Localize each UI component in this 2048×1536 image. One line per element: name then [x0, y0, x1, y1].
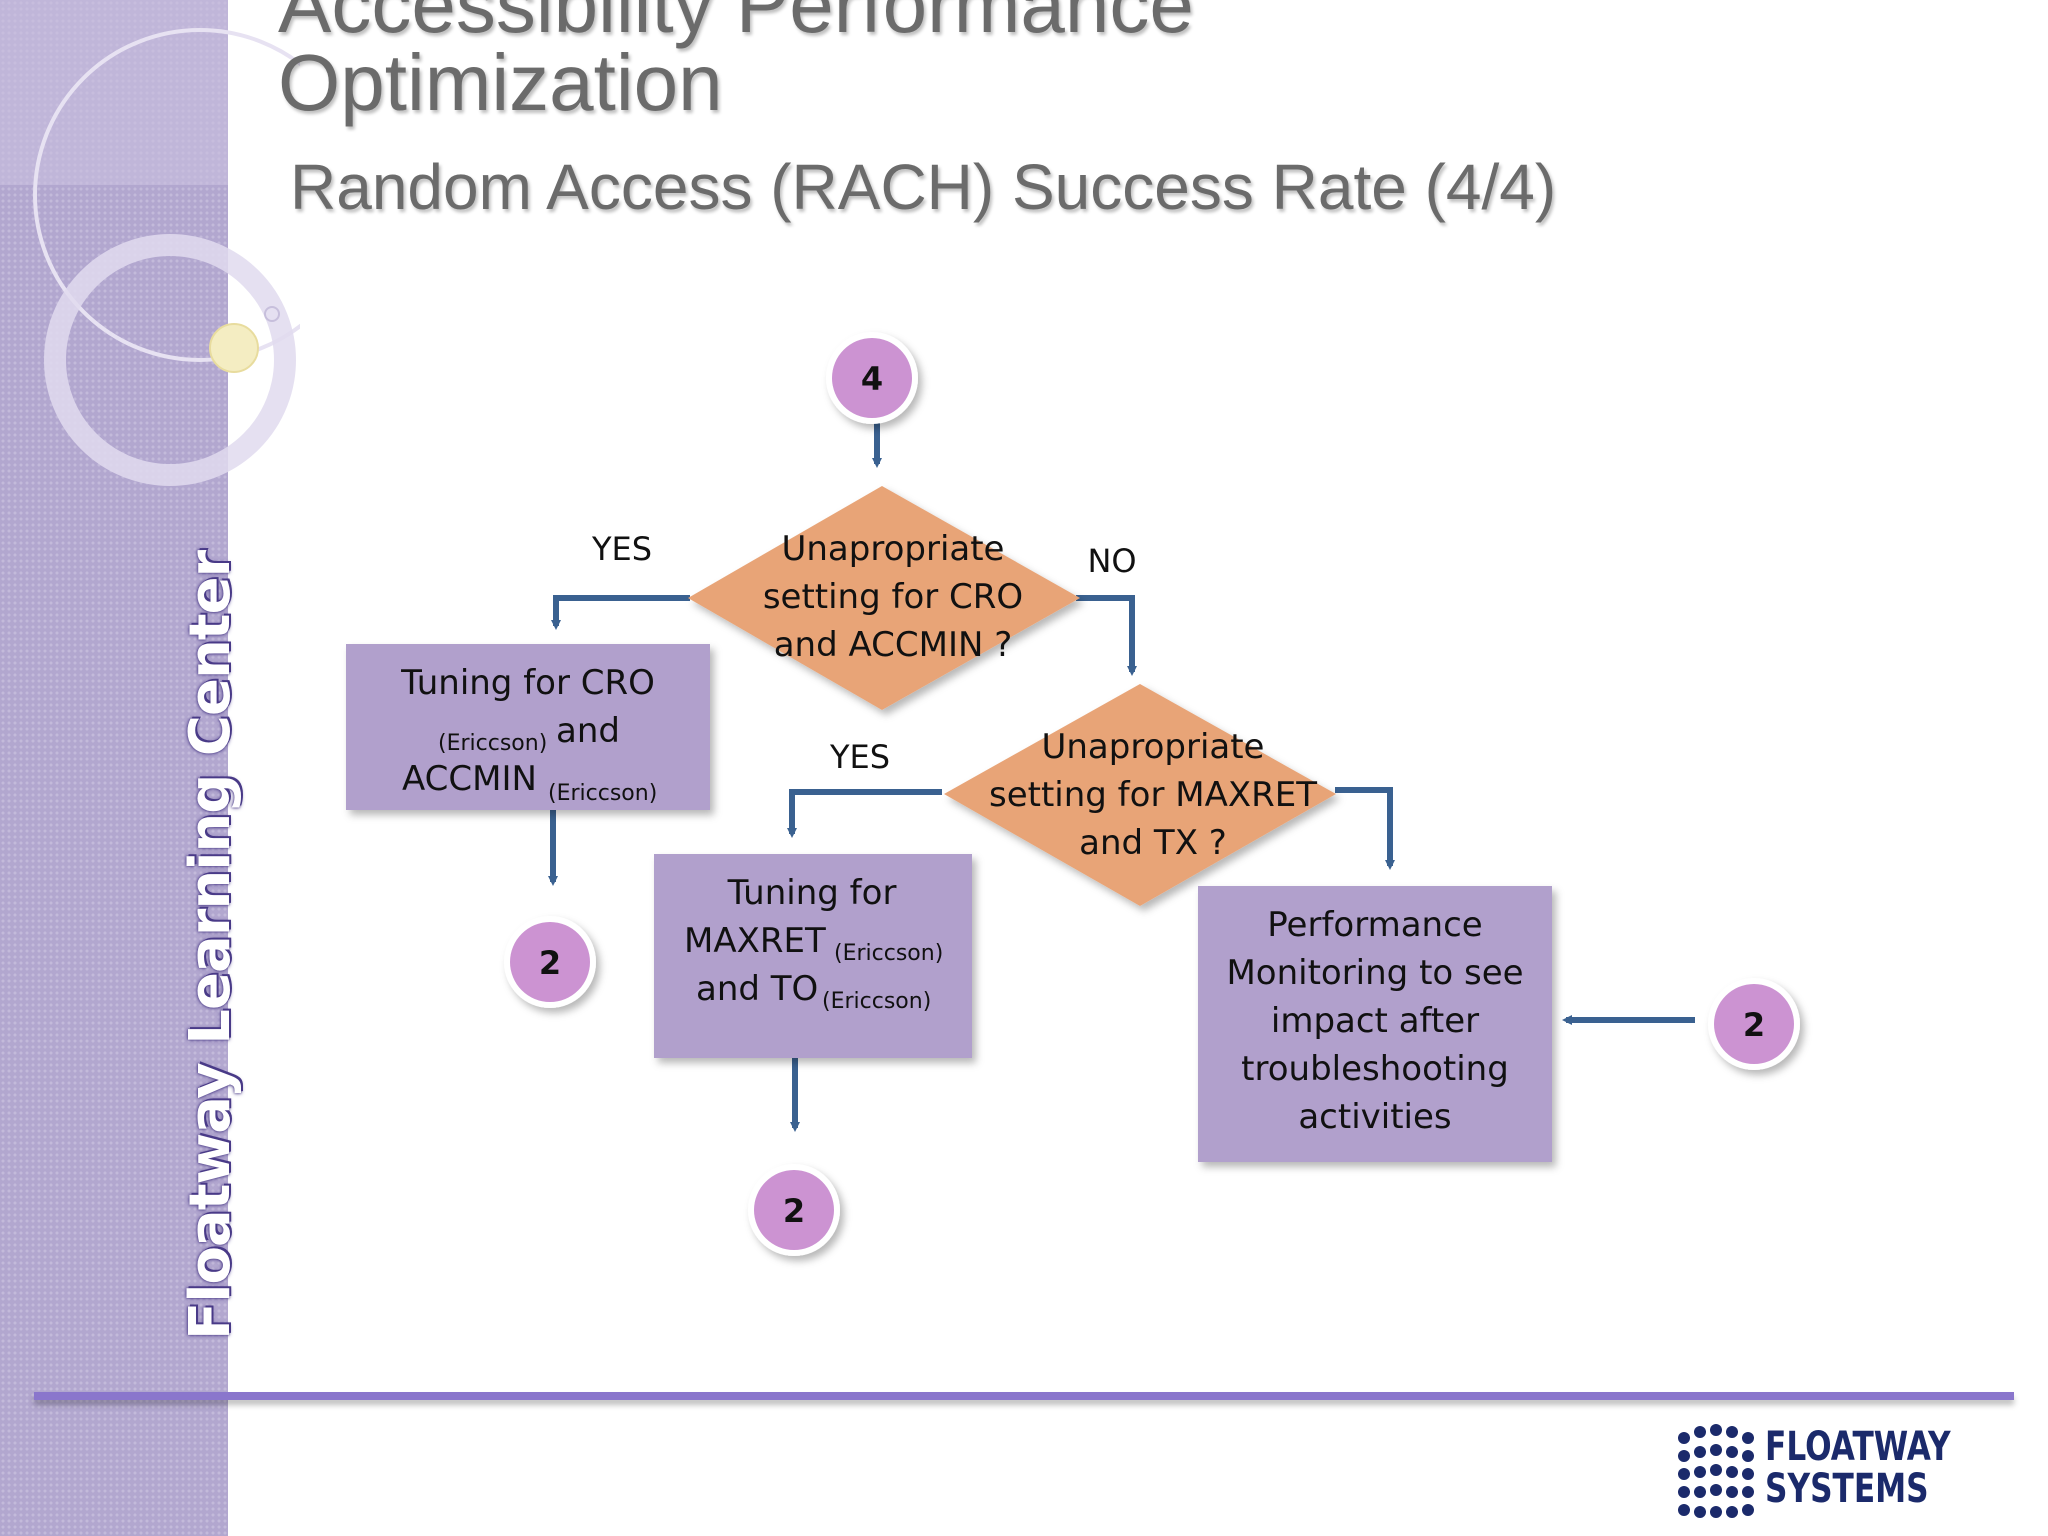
perf-line-1: Performance — [1267, 905, 1482, 945]
connector-bottom-label: 2 — [783, 1192, 805, 1230]
perf-line-4: troubleshooting — [1241, 1049, 1509, 1089]
maxret-line-1: Tuning for — [727, 873, 897, 913]
connector-left-label: 2 — [539, 944, 561, 982]
process-tuning-maxret: Tuning for MAXRET (Ericcson) and TO (Eri… — [654, 854, 972, 1058]
connector-start-label: 4 — [861, 360, 883, 398]
connector-right: 2 — [1708, 978, 1800, 1070]
maxret-line-2: MAXRET — [684, 921, 826, 961]
cro-line-3-sub: (Ericcson) — [548, 781, 657, 806]
connector-bottom: 2 — [748, 1164, 840, 1256]
process-performance-monitoring: Performance Monitoring to see impact aft… — [1198, 886, 1552, 1162]
maxret-line-2-sub: (Ericcson) — [834, 941, 943, 966]
cro-line-1: Tuning for CRO — [400, 663, 655, 703]
slide-subtitle: Random Access (RACH) Success Rate (4/4) — [290, 151, 1557, 223]
decision1-line-2: setting for CRO — [763, 577, 1023, 617]
logo-line-2: SYSTEMS — [1765, 1466, 1929, 1512]
decision1-line-1: Unapropriate — [782, 529, 1005, 569]
connector-left: 2 — [504, 916, 596, 1008]
decision-cro-accmin: Unapropriate setting for CRO and ACCMIN … — [688, 486, 1080, 710]
arrow-decision2-no — [1335, 787, 1395, 870]
logo-wordmark: FLOATWAY SYSTEMS — [1765, 1426, 1951, 1510]
decision2-line-1: Unapropriate — [1042, 727, 1265, 767]
process-tuning-cro: Tuning for CRO (Ericcson) and ACCMIN (Er… — [346, 644, 710, 810]
decorative-circles — [0, 0, 300, 486]
decision-maxret-tx: Unapropriate setting for MAXRET and TX ? — [944, 684, 1336, 906]
arrow-decision2-yes — [787, 789, 942, 838]
connector-start: 4 — [826, 332, 918, 424]
title-line-1: Accessibility Performance — [278, 0, 1194, 49]
slide-title: Accessibility Performance Optimization — [278, 0, 1194, 123]
decision1-no-label: NO — [1087, 542, 1136, 580]
title-line-2: Optimization — [278, 38, 723, 127]
cro-line-3: ACCMIN — [402, 759, 537, 799]
footer-rule — [34, 1392, 2014, 1400]
arrow-decision1-yes — [551, 595, 690, 630]
decision1-yes-label: YES — [591, 530, 652, 568]
decision1-line-3: and ACCMIN ? — [774, 625, 1013, 665]
cro-line-2-sub: (Ericcson) — [438, 731, 547, 756]
connector-right-label: 2 — [1743, 1006, 1765, 1044]
logo-line-1: FLOATWAY — [1765, 1424, 1951, 1470]
perf-line-2: Monitoring to see — [1226, 953, 1523, 993]
decision2-line-2: setting for MAXRET — [989, 775, 1317, 815]
cro-line-2: and — [556, 711, 620, 751]
decision2-line-3: and TX ? — [1079, 823, 1227, 863]
perf-line-5: activities — [1298, 1097, 1451, 1137]
maxret-line-3-sub: (Ericcson) — [822, 989, 931, 1014]
arrow-decision1-no — [1076, 595, 1137, 676]
perf-line-3: impact after — [1271, 1001, 1479, 1041]
floatway-logo-icon — [1678, 1424, 1754, 1518]
maxret-line-3: and TO — [696, 969, 818, 1009]
decision2-yes-label: YES — [829, 738, 890, 776]
